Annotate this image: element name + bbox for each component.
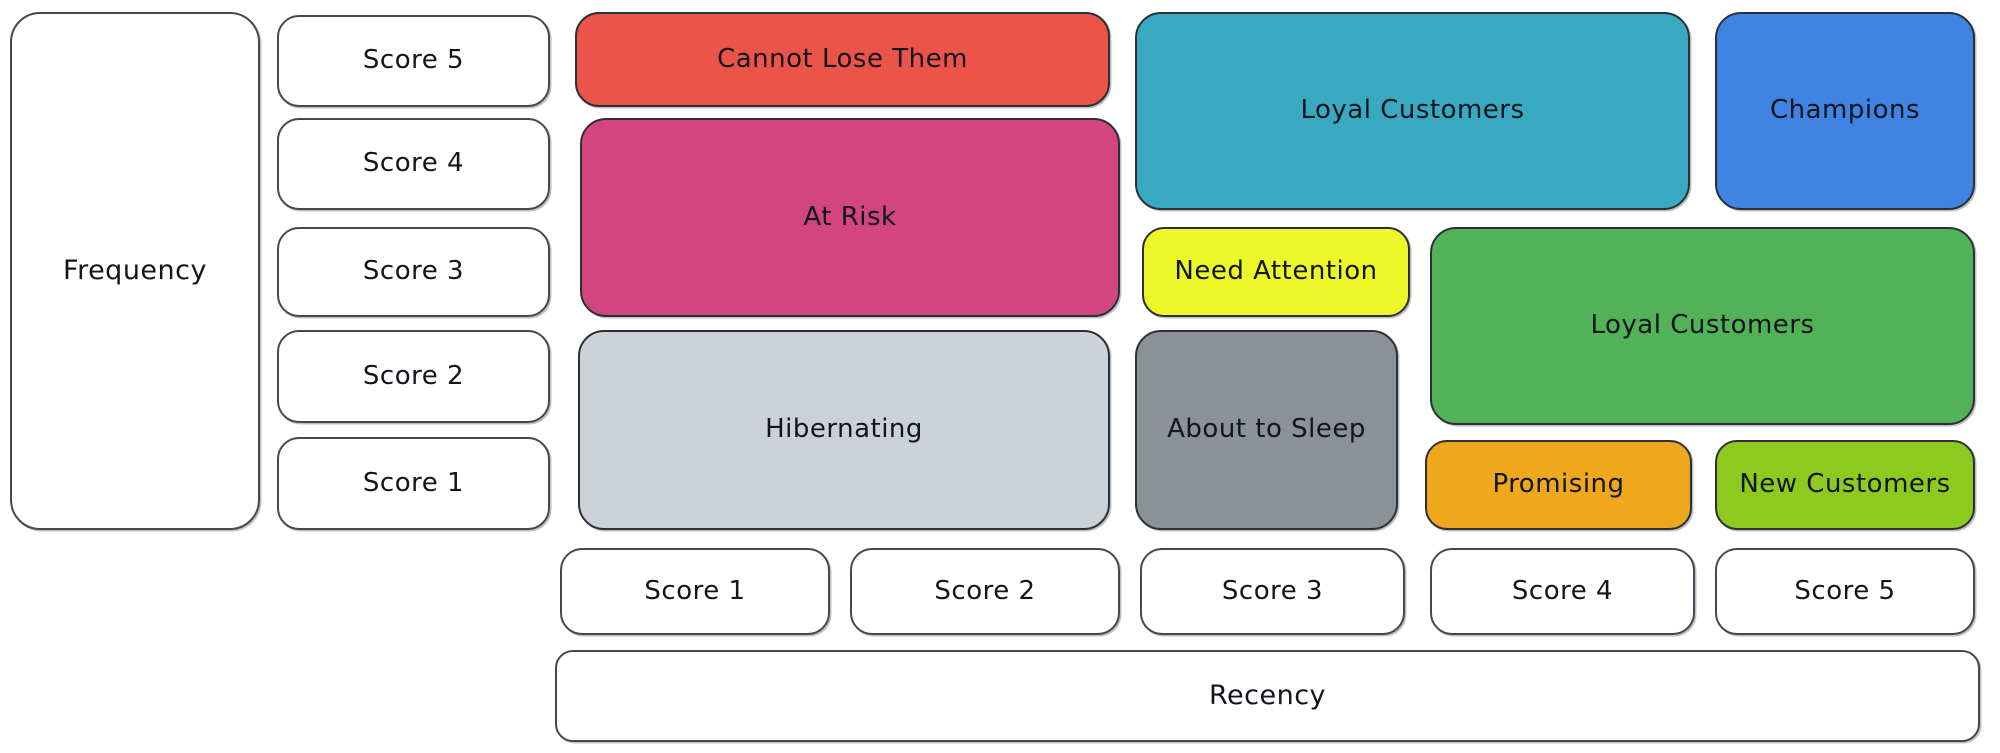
recency-score-5: Score 5 xyxy=(1715,548,1975,635)
segment-new-customers: New Customers xyxy=(1715,440,1975,530)
frequency-score-2: Score 2 xyxy=(277,330,550,423)
frequency-score-1: Score 1 xyxy=(277,437,550,530)
frequency-score-5: Score 5 xyxy=(277,15,550,107)
segment-hibernating: Hibernating xyxy=(578,330,1110,530)
recency-score-3: Score 3 xyxy=(1140,548,1405,635)
segment-at-risk: At Risk xyxy=(580,118,1120,317)
frequency-score-3: Score 3 xyxy=(277,227,550,317)
segment-need-attention: Need Attention xyxy=(1142,227,1410,317)
segment-loyal-customers-green: Loyal Customers xyxy=(1430,227,1975,425)
segment-champions: Champions xyxy=(1715,12,1975,210)
segment-loyal-customers-teal: Loyal Customers xyxy=(1135,12,1690,210)
segment-promising: Promising xyxy=(1425,440,1692,530)
segment-about-to-sleep: About to Sleep xyxy=(1135,330,1398,530)
recency-axis-label: Recency xyxy=(555,650,1980,742)
segment-cannot-lose-them: Cannot Lose Them xyxy=(575,12,1110,107)
frequency-axis-label: Frequency xyxy=(10,12,260,530)
recency-score-4: Score 4 xyxy=(1430,548,1695,635)
recency-score-2: Score 2 xyxy=(850,548,1120,635)
recency-score-1: Score 1 xyxy=(560,548,830,635)
frequency-score-4: Score 4 xyxy=(277,118,550,210)
